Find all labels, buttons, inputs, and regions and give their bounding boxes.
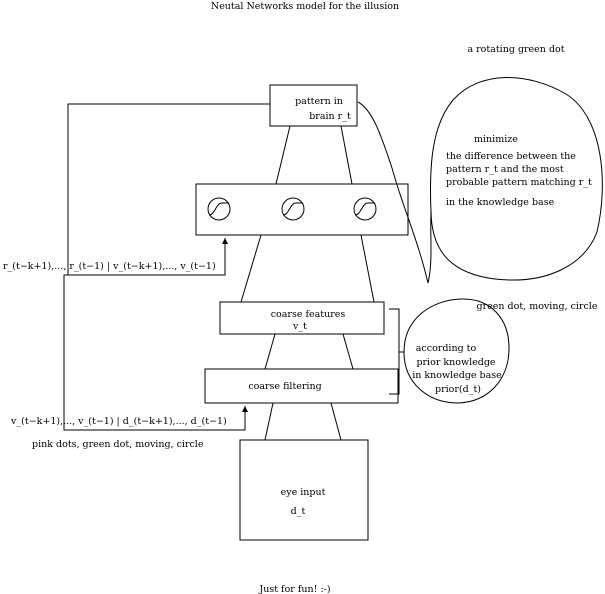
feedback-label-upper: r_(t−k+1),..., r_(t−1) | v_(t−k+1),..., … xyxy=(3,261,216,272)
minimize-line-1: minimize xyxy=(474,134,518,145)
pattern-box-line2: brain r_t xyxy=(309,111,351,122)
coarse-filtering-label: coarse filtering xyxy=(248,381,321,392)
diagram-title: Neutal Networks model for the illusion xyxy=(211,1,399,12)
prior-knowledge-bubble: according to prior knowledge in knowledg… xyxy=(389,298,510,404)
prior-line-4: prior(d_t) xyxy=(435,384,481,395)
hidden-layer-box xyxy=(195,183,409,236)
sigmoid-unit-3 xyxy=(353,197,377,221)
coarse-features-line2: v_t xyxy=(292,321,307,332)
prior-line-2: prior knowledge xyxy=(416,357,495,368)
feedback-label-lower: v_(t−k+1),..., v_(t−1) | d_(t−k+1),..., … xyxy=(10,416,227,427)
minimize-line-3: pattern r_t and the most xyxy=(446,164,564,175)
pattern-in-brain-box: pattern in brain r_t xyxy=(269,84,358,127)
coarse-filtering-box: coarse filtering xyxy=(204,368,399,404)
network-connections xyxy=(240,125,375,441)
minimize-bubble: minimize the difference between the patt… xyxy=(357,77,603,284)
eye-input-box: eye input d_t xyxy=(239,439,369,541)
pattern-box-line1: pattern in xyxy=(295,96,343,107)
pink-dots-label: pink dots, green dot, moving, circle xyxy=(32,439,204,450)
green-dot-moving-circle-label: green dot, moving, circle xyxy=(477,301,598,312)
minimize-line-4: probable pattern matching r_t xyxy=(446,177,592,188)
rotating-dot-label: a rotating green dot xyxy=(467,44,564,55)
coarse-features-line1: coarse features xyxy=(271,309,346,320)
coarse-features-box: coarse features v_t xyxy=(219,301,385,335)
eye-input-line2: d_t xyxy=(291,506,306,517)
minimize-line-5: in the knowledge base xyxy=(446,197,555,208)
prior-line-1: according to xyxy=(416,343,477,354)
feedback-path-lower xyxy=(63,274,248,431)
footer-text: Just for fun! :-) xyxy=(258,584,330,594)
eye-input-line1: eye input xyxy=(281,487,326,498)
sigmoid-unit-1 xyxy=(207,197,231,221)
sigmoid-unit-2 xyxy=(281,197,305,221)
prior-line-3: in knowledge base xyxy=(412,370,502,381)
minimize-line-2: the difference between the xyxy=(446,151,576,162)
